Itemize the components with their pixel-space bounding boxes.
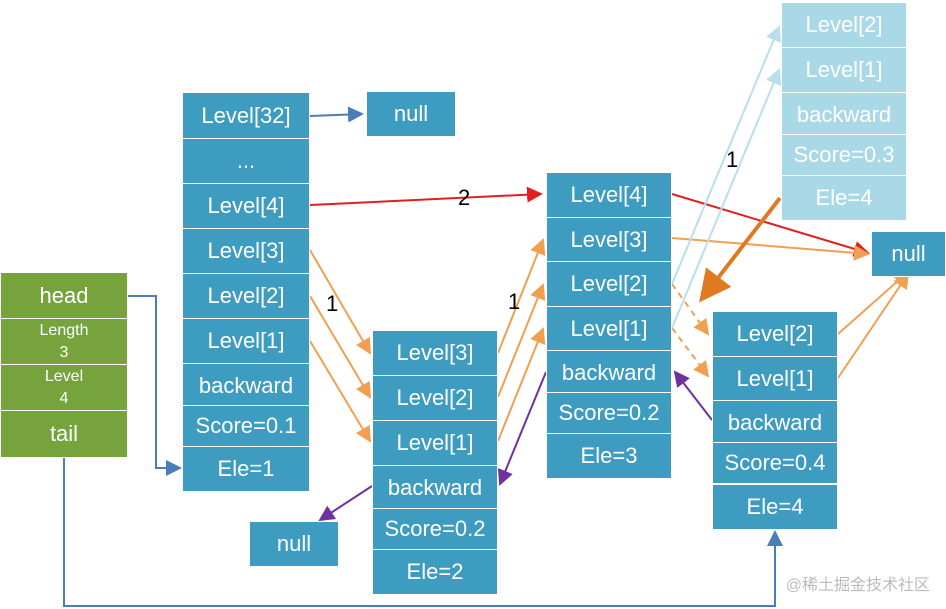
ghost-node-level2: Level[2] xyxy=(781,2,907,48)
node3-level2: Level[2] xyxy=(546,261,672,307)
node2-level3: Level[3] xyxy=(372,330,498,376)
n1-level3-line xyxy=(309,249,372,355)
n3-backward-line xyxy=(497,371,547,486)
node2-ele: Ele=2 xyxy=(372,549,498,595)
length-label: Length xyxy=(39,322,89,339)
node3-ele: Ele=3 xyxy=(546,433,672,479)
tail-field: tail xyxy=(0,410,128,458)
ghost-node-score: Score=0.3 xyxy=(781,134,907,176)
n3-level1-ghost-line xyxy=(671,68,782,329)
null-right: null xyxy=(871,231,946,277)
n1-level2-line xyxy=(309,295,372,399)
level4-pointer-line-a xyxy=(309,186,543,206)
null-bottom: null xyxy=(249,521,339,567)
length-value: 3 xyxy=(59,344,69,361)
head-pointer-line xyxy=(128,295,182,476)
node1-level3: Level[3] xyxy=(182,228,310,274)
ghost-node-backward: backward xyxy=(781,92,907,137)
node3-backward: backward xyxy=(546,350,672,395)
node3-level1: Level[1] xyxy=(546,306,672,351)
n4-backward-line xyxy=(673,370,713,421)
node1-ele: Ele=1 xyxy=(182,446,310,492)
node2-level1: Level[1] xyxy=(372,420,498,466)
node4-ele: Ele=4 xyxy=(712,484,838,530)
ghost-node-level1: Level[1] xyxy=(781,47,907,93)
node2-level2: Level[2] xyxy=(372,375,498,421)
length-field: Length 3 xyxy=(0,318,128,366)
node2-score: Score=0.2 xyxy=(372,508,498,550)
node4-backward: backward xyxy=(712,400,838,445)
head-field: head xyxy=(0,272,128,320)
n2-level1-line xyxy=(497,327,546,442)
node1-level2: Level[2] xyxy=(182,273,310,319)
span-label-1-b: 1 xyxy=(508,289,521,314)
n3-level2-ghost-line xyxy=(671,25,782,285)
n4-level1-line xyxy=(837,272,910,379)
span-label-1-c: 1 xyxy=(726,147,739,172)
n3-level1-dashed-line xyxy=(671,327,710,378)
null-top: null xyxy=(366,91,456,137)
tail-pointer-line xyxy=(63,457,783,607)
level-value: 4 xyxy=(59,390,69,407)
node4-level1: Level[1] xyxy=(712,356,838,401)
level32-pointer-line xyxy=(309,106,364,123)
level-field: Level 4 xyxy=(0,364,128,412)
n2-level2-line xyxy=(497,283,546,398)
n1-level1-line xyxy=(309,340,372,443)
node4-score: Score=0.4 xyxy=(712,442,838,484)
node2-backward: backward xyxy=(372,465,498,511)
node1-dots: ... xyxy=(182,138,310,184)
level-label: Level xyxy=(44,368,84,385)
watermark: @稀土掘金技术社区 xyxy=(785,577,930,594)
n3-level2-dashed-line xyxy=(671,283,710,336)
node3-level3: Level[3] xyxy=(546,217,672,262)
node1-backward: backward xyxy=(182,363,310,408)
node1-level1: Level[1] xyxy=(182,318,310,364)
node3-level4: Level[4] xyxy=(546,172,672,218)
ghost-node-ele: Ele=4 xyxy=(781,175,907,221)
node1-score: Score=0.1 xyxy=(182,405,310,447)
n2-level3-line xyxy=(497,238,546,354)
node4-level2: Level[2] xyxy=(712,311,838,357)
node1-level32: Level[32] xyxy=(182,92,310,139)
span-label-1-a: 1 xyxy=(326,291,339,316)
n3-level3-line xyxy=(671,237,870,261)
span-label-2: 2 xyxy=(458,185,471,210)
n2-backward-line xyxy=(318,485,373,522)
node3-score: Score=0.2 xyxy=(546,392,672,434)
insert-arrow-line xyxy=(699,196,782,303)
node1-level4: Level[4] xyxy=(182,183,310,229)
